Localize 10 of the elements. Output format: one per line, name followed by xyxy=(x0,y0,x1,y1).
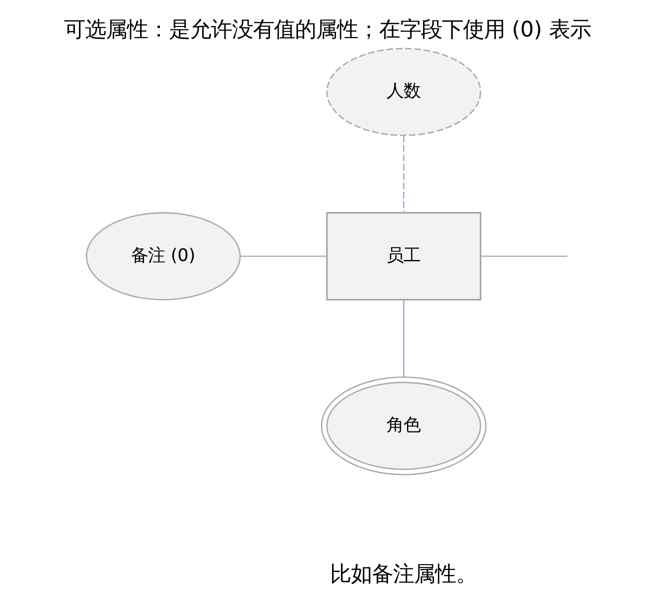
connector xyxy=(480,256,568,257)
node-ellipse: 人数 xyxy=(326,48,482,136)
diagram-title: 可选属性：是允许没有值的属性；在字段下使用 (0) 表示 xyxy=(64,17,591,42)
node-ellipse: 角色 xyxy=(320,376,487,476)
connector xyxy=(403,136,404,213)
connector xyxy=(403,300,404,378)
caption: 比如备注属性。 xyxy=(330,562,478,588)
connector xyxy=(240,256,326,257)
node-box: 员工 xyxy=(326,212,482,300)
node-ellipse: 备注 (0) xyxy=(86,212,241,300)
